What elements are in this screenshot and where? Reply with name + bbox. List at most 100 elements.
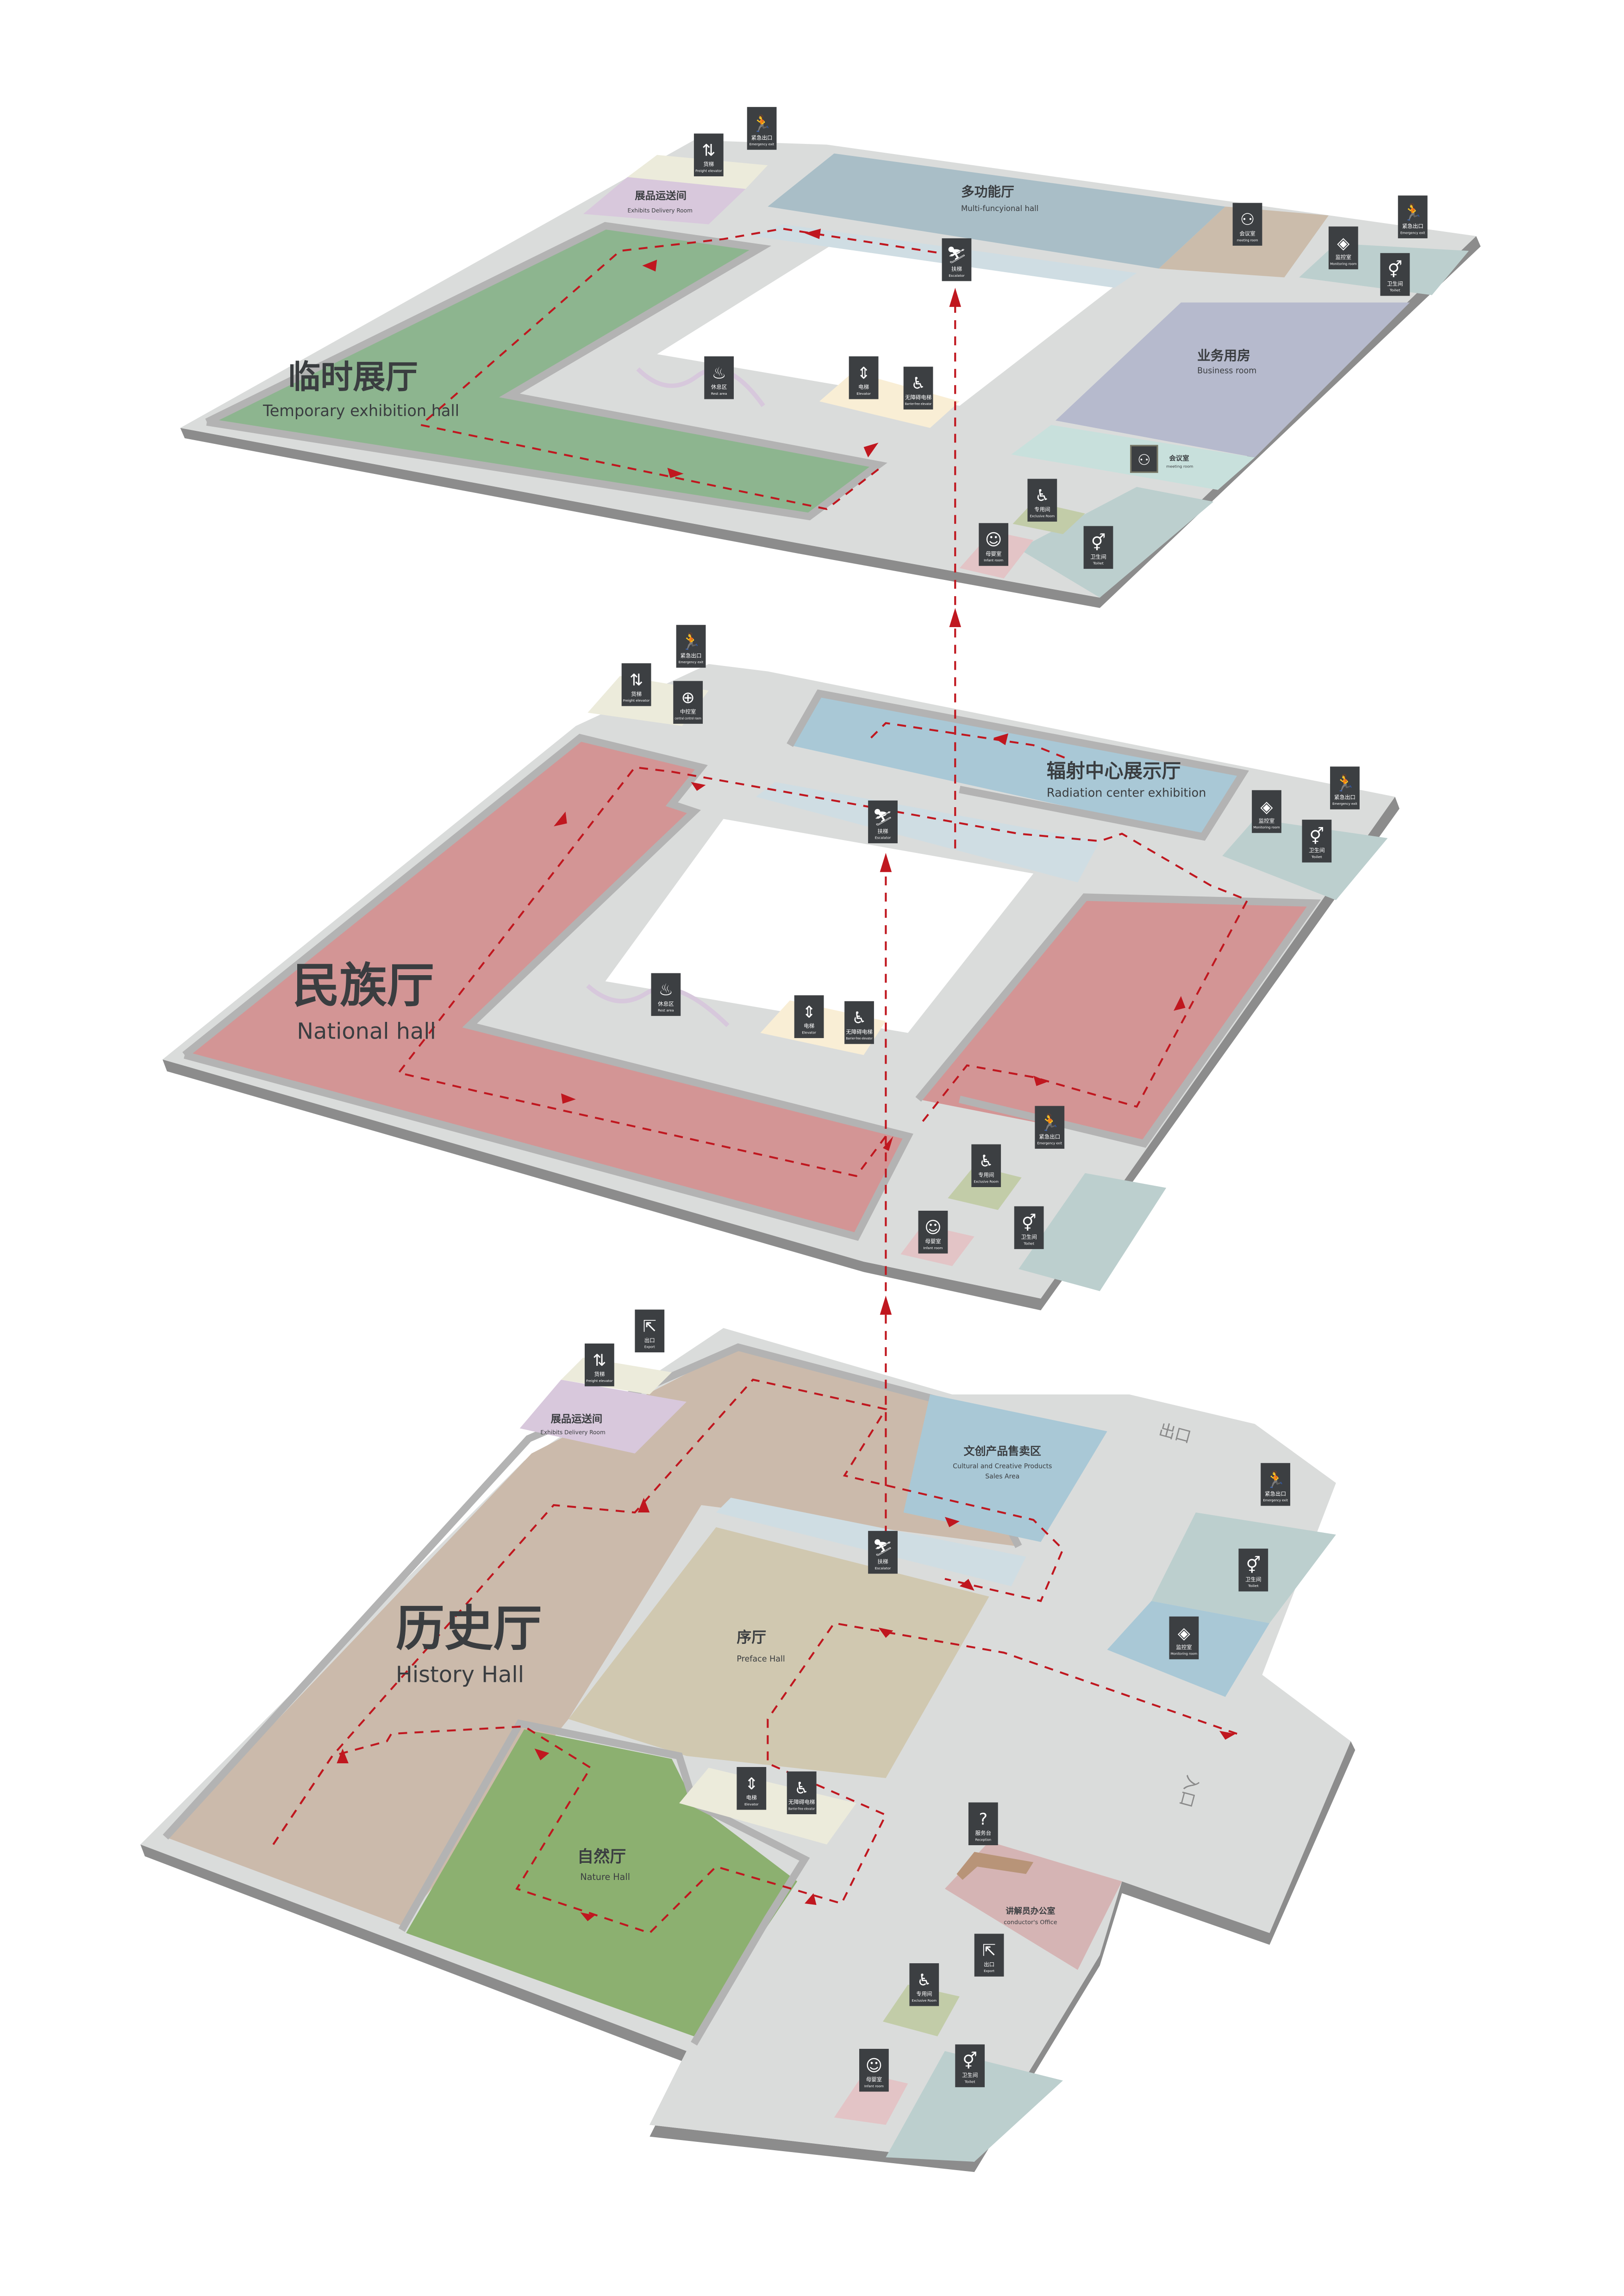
infant-room-icon: ☺: [924, 1218, 942, 1237]
business-room-title-cn: 业务用房: [1197, 348, 1250, 363]
temporary-hall-area: [206, 225, 879, 516]
sign-label-en: Reception: [975, 1837, 991, 1842]
sign-label-en: Export: [984, 1969, 994, 1973]
floor-3-route: [418, 228, 945, 510]
sign-label-en: Freight elevator: [623, 698, 650, 703]
sign-label-en: Export: [644, 1345, 655, 1349]
sign-label-cn: 出口: [644, 1337, 655, 1344]
sign-label-en: Emergency exit: [1332, 802, 1357, 806]
meeting-room-sign: [1130, 445, 1158, 473]
sign-label-en: Toilet: [1093, 561, 1104, 566]
sign-label-cn: 出口: [984, 1961, 994, 1967]
sign-background: [859, 2048, 889, 2092]
meeting-room-label-en: meeting room: [1166, 464, 1193, 469]
floor-2-exclusive-room: [948, 1165, 1022, 1210]
route-arrow-up: [949, 287, 962, 307]
f1-delivery-room-cn: 展品运送间: [551, 1413, 603, 1425]
sign-background: [1035, 1106, 1065, 1149]
floor-1: 历史厅 History Hall 序厅 Preface Hall 自然厅 Nat…: [140, 1328, 1355, 2172]
sign-background: [942, 238, 972, 281]
monitoring-room-icon: ◈: [1261, 797, 1273, 816]
sign-label-cn: 卫生间: [1090, 554, 1106, 560]
sign-label-en: Emergency exit: [1263, 1498, 1288, 1502]
toilet-icon: ⚥: [1022, 1213, 1037, 1232]
history-hall-title-cn: 历史厅: [396, 1600, 542, 1657]
sign-background: [1380, 253, 1410, 296]
exclusive-room-icon: ♿: [917, 1971, 931, 1990]
meeting-room-icon: ⚇: [1137, 451, 1151, 468]
floor-2-route: [397, 766, 1249, 1177]
sign-label-cn: 母婴室: [986, 550, 1001, 557]
temporary-hall-wall: [205, 222, 887, 521]
sign-label-cn: 监控室: [1336, 254, 1351, 261]
sign-background: [737, 1767, 767, 1810]
sign-label-cn: 货梯: [703, 161, 714, 168]
sign-label-en: Infant room: [984, 558, 1003, 562]
sign-label-en: Freight elevator: [586, 1379, 613, 1383]
freight-elevator-icon: ⇅: [702, 141, 715, 160]
floor-3-rest-curve: [636, 367, 765, 407]
business-room-area: [1056, 302, 1410, 458]
sign-label-cn: 紧急出口: [1265, 1490, 1286, 1497]
emergency-exit-icon: 🏃: [1403, 203, 1423, 222]
sign-label-cn: 紧急出口: [1334, 794, 1355, 800]
sign-background: [955, 2044, 985, 2087]
rest-area-icon: ♨: [712, 364, 726, 383]
sign-label-en: Exclusive Room: [912, 1998, 937, 2003]
history-hall-area: [165, 1347, 1019, 1926]
sign-background: [974, 1934, 1004, 1977]
nature-hall-title-en: Nature Hall: [580, 1872, 630, 1882]
elevator-icon: ⇕: [857, 364, 870, 383]
toilet-icon: ⚥: [962, 2051, 977, 2071]
route-arrow-up: [949, 608, 962, 628]
toilet-icon: ⚥: [1310, 827, 1324, 846]
sign-label-cn: 休息区: [711, 384, 727, 390]
history-hall-title-en: History Hall: [396, 1662, 524, 1688]
cultural-area-title-en-1: Cultural and Creative Products: [953, 1462, 1052, 1470]
floor-2-escalator-strip: [756, 782, 1100, 883]
conductor-office-en: conductor's Office: [1004, 1919, 1057, 1926]
route-arrow: [642, 260, 657, 272]
escalator-icon: ⛷: [946, 246, 967, 265]
meeting-room-icon: ⚇: [1240, 210, 1255, 229]
sign-label-cn: 扶梯: [878, 828, 888, 834]
sign-label-cn: 无障碍电梯: [905, 394, 931, 400]
floor-3-toilet-area: [1018, 487, 1214, 598]
sign-background: [621, 663, 651, 706]
sign-background: [651, 973, 681, 1016]
sign-background: [1328, 226, 1358, 269]
radiation-hall-wall: [787, 689, 1249, 841]
sign-background: [1232, 203, 1262, 246]
business-room-title-en: Business room: [1197, 367, 1256, 376]
emergency-exit-icon: 🏃: [681, 632, 701, 651]
sign-background: [1169, 1616, 1199, 1660]
route-arrow: [667, 467, 684, 479]
floor-2: 民族厅 National hall 辐射中心展示厅 Radiation cent…: [162, 664, 1399, 1311]
floor-2-toilet-area-2: [1018, 1173, 1167, 1291]
sign-label-cn: 电梯: [804, 1023, 814, 1029]
floor-1-elevator-lobby: [679, 1767, 856, 1845]
sign-label-en: Monitoring room: [1171, 1652, 1198, 1656]
sign-label-cn: 监控室: [1176, 1644, 1192, 1650]
route-arrow: [554, 811, 567, 827]
barrier-free-elevator-icon: ♿: [911, 374, 925, 393]
emergency-exit-icon: 🏃: [1335, 774, 1355, 793]
route-arrow-up: [880, 852, 892, 872]
monitoring-room-icon: ◈: [1178, 1624, 1190, 1643]
route-arrow: [1174, 996, 1186, 1011]
central-control-icon: ⊕: [681, 688, 694, 707]
sign-background: [747, 107, 777, 150]
sign-label-cn: 卫生间: [1387, 280, 1403, 287]
reception-icon: ?: [979, 1810, 988, 1829]
sign-label-en: Escalator: [875, 836, 891, 840]
sign-background: [1083, 526, 1113, 569]
